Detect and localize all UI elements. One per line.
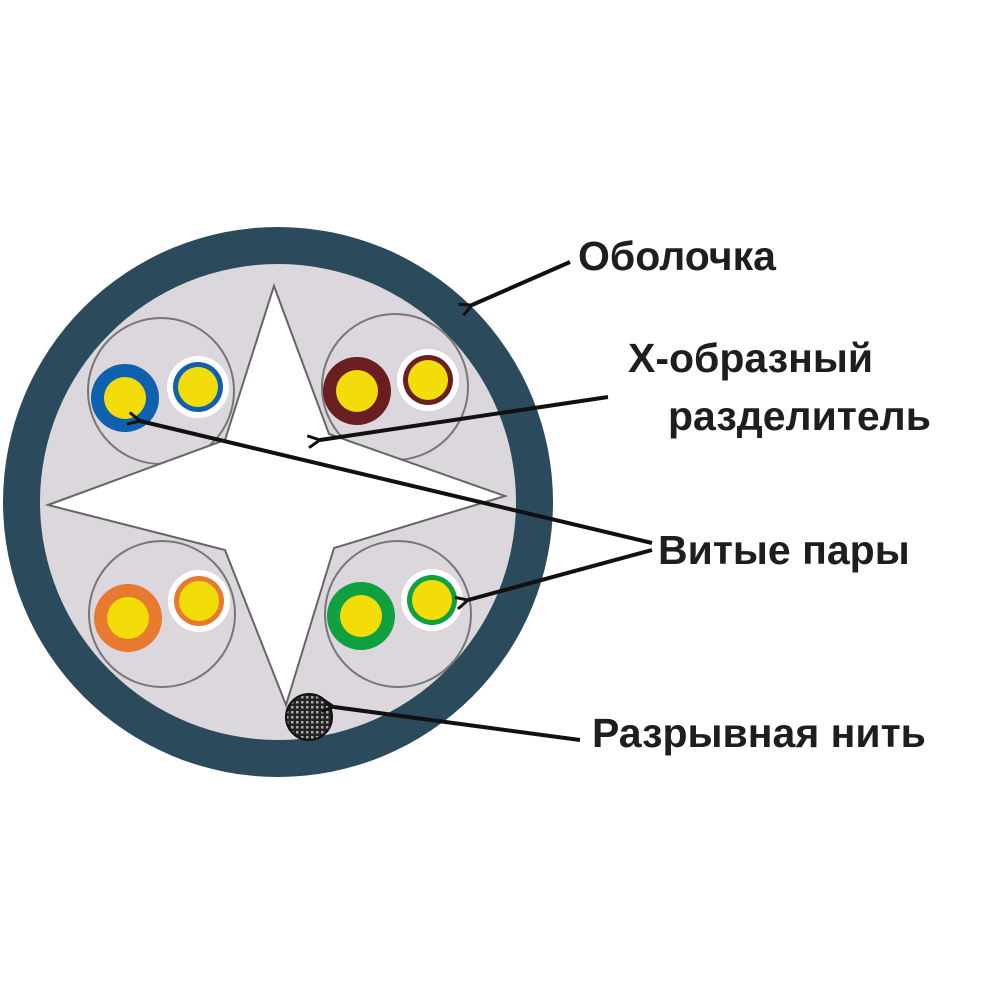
arrow-rip-cord (334, 707, 581, 742)
arrow-separator (320, 395, 609, 440)
callout-arrows (140, 260, 653, 742)
pair-orange (94, 570, 230, 652)
label-separator-line2: разделитель (668, 393, 931, 439)
arrow-pairs-2 (468, 548, 653, 600)
rip-cord (285, 693, 333, 741)
arrow-sheath (472, 260, 571, 305)
arrow-pairs-1 (140, 421, 653, 545)
label-twisted-pairs: Витые пары (658, 527, 910, 573)
label-sheath: Оболочка (578, 233, 776, 279)
pair-green (327, 569, 463, 650)
label-rip-cord: Разрывная нить (592, 710, 926, 756)
label-separator-line1: X-образный (628, 335, 874, 381)
pair-blue (91, 356, 229, 432)
x-separator (44, 282, 509, 709)
pair-brown (323, 349, 459, 425)
